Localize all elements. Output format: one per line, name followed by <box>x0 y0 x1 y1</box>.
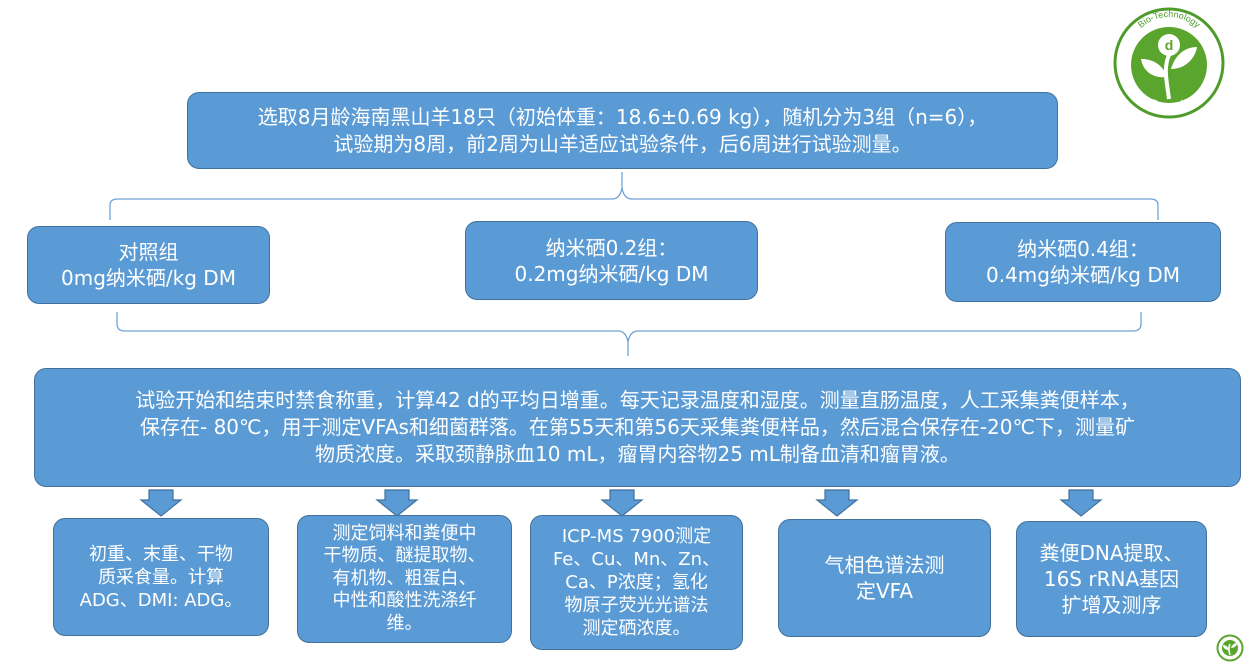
nano-se-0-4-group-box: 纳米硒0.4组： 0.4mg纳米硒/kg DM <box>945 222 1221 302</box>
brand-mini-logo <box>1216 634 1244 662</box>
control-group-box: 对照组 0mg纳米硒/kg DM <box>27 226 270 304</box>
sampling-procedure-box: 试验开始和结束时禁食称重，计算42 d的平均日增重。每天记录温度和湿度。测量直肠… <box>34 368 1241 487</box>
down-arrow-5 <box>1059 489 1103 517</box>
logo-brand-char-1: 德 <box>1148 98 1157 110</box>
down-arrow-3 <box>600 489 644 517</box>
down-arrow-2 <box>375 489 419 517</box>
brace-top <box>109 172 1159 220</box>
brand-logo: Bio-Technology d 德 元 顺 <box>1113 7 1225 119</box>
nano-se-0-2-group-box: 纳米硒0.2组： 0.2mg纳米硒/kg DM <box>465 221 758 300</box>
outcome-growth-box: 初重、末重、干物 质采食量。计算 ADG、DMI: ADG。 <box>53 518 269 636</box>
outcome-nutrient-box: 测定饲料和粪便中 干物质、醚提取物、 有机物、粗蛋白、 中性和酸性洗涤纤 维。 <box>297 515 512 643</box>
logo-brand-char-2: 元 <box>1164 104 1173 114</box>
arrows-group <box>139 489 1103 517</box>
outcome-microbiome-box: 粪便DNA提取、 16S rRNA基因 扩增及测序 <box>1016 521 1207 637</box>
brace-bottom <box>116 312 1142 356</box>
outcome-vfa-box: 气相色谱法测 定VFA <box>778 519 991 637</box>
down-arrow-1 <box>139 489 183 517</box>
study-design-box: 选取8月龄海南黑山羊18只（初始体重：18.6±0.69 kg），随机分为3组（… <box>187 92 1058 169</box>
down-arrow-4 <box>815 489 859 517</box>
outcome-mineral-box: ICP-MS 7900测定 Fe、Cu、Mn、Zn、 Ca、P浓度；氢化 物原子… <box>530 515 743 650</box>
logo-brand-char-3: 顺 <box>1180 99 1189 110</box>
logo-leaf-letter: d <box>1165 37 1174 53</box>
